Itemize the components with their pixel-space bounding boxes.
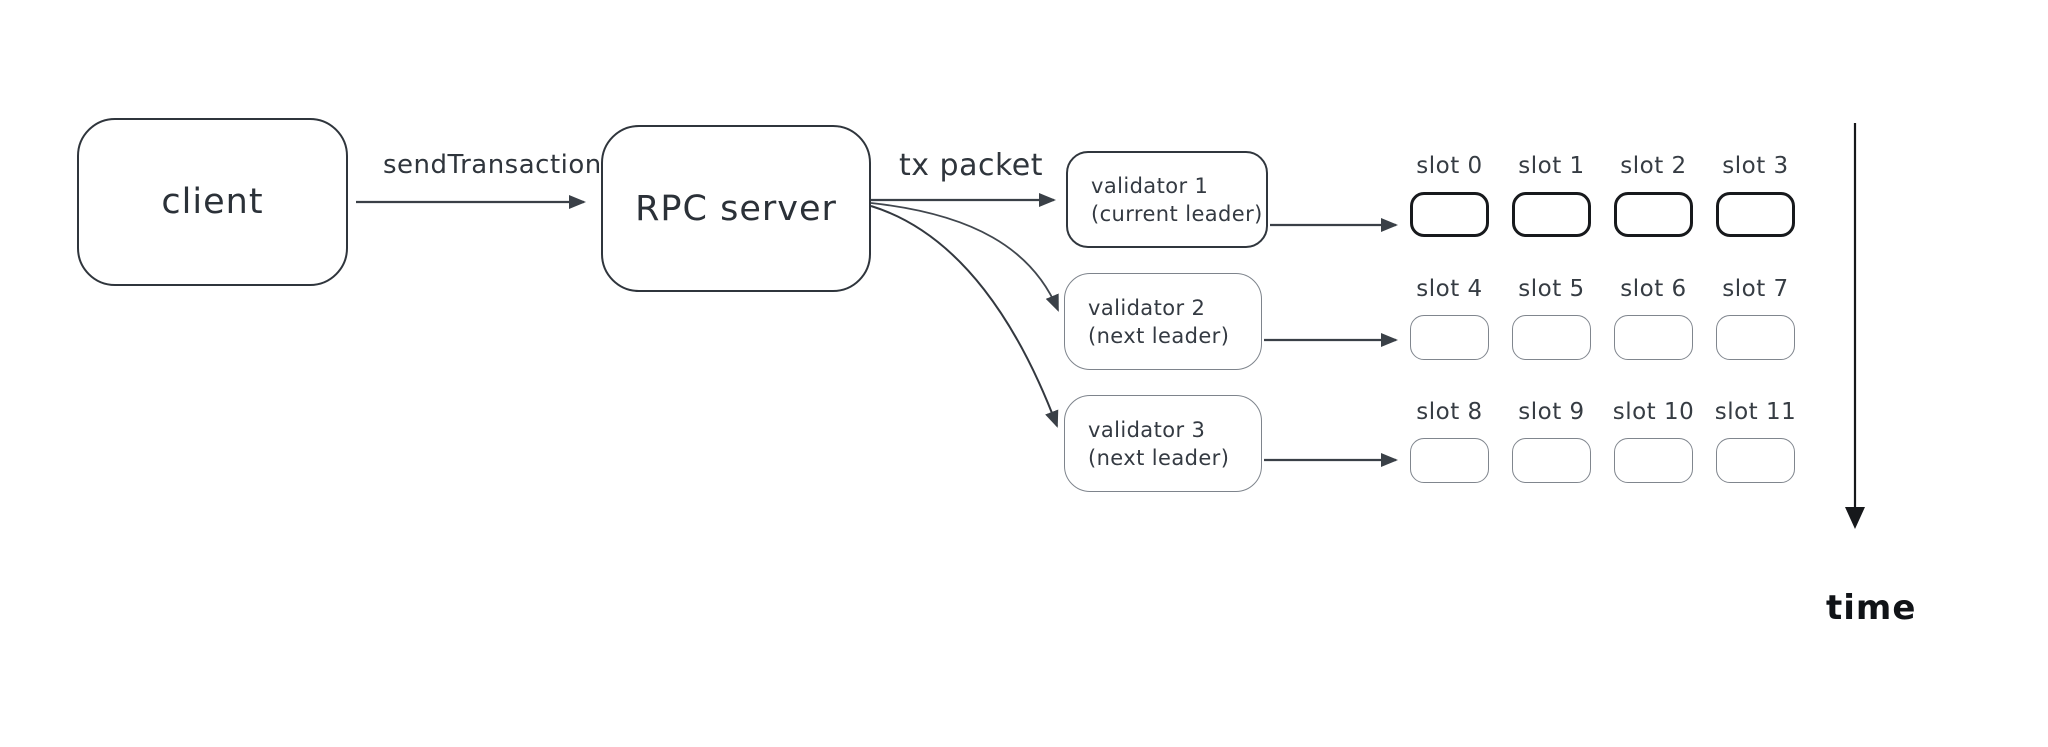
slot-label: slot 7 (1722, 276, 1789, 302)
slot-box (1410, 192, 1489, 237)
slot-column: slot 6 (1614, 271, 1693, 360)
time-axis-label: time (1826, 588, 1917, 628)
slot-label: slot 2 (1620, 153, 1687, 179)
slot-column: slot 9 (1512, 394, 1591, 483)
client-node: client (77, 118, 348, 286)
slot-column: slot 3 (1716, 148, 1795, 237)
slot-label: slot 11 (1714, 399, 1797, 425)
slot-row-2: slot 8 slot 9 slot 10 slot 11 (1410, 394, 1797, 483)
tx-packet-label: tx packet (899, 148, 1043, 183)
validator-1-node: validator 1 (current leader) (1066, 151, 1268, 248)
slot-box (1410, 438, 1489, 483)
slot-label: slot 6 (1620, 276, 1687, 302)
slot-box (1716, 315, 1795, 360)
slot-box (1716, 192, 1795, 237)
validator-2-node: validator 2 (next leader) (1064, 273, 1262, 370)
slot-label: slot 5 (1518, 276, 1585, 302)
validator-1-role: (current leader) (1091, 201, 1263, 226)
send-transaction-label: sendTransaction (383, 150, 602, 180)
slot-box (1410, 315, 1489, 360)
slot-label: slot 0 (1416, 153, 1483, 179)
slot-column: slot 2 (1614, 148, 1693, 237)
validator-2-name: validator 2 (1088, 295, 1206, 320)
tx-packet-arrow-validator-3 (870, 205, 1059, 428)
slot-column: slot 11 (1714, 394, 1797, 483)
slot-label: slot 3 (1722, 153, 1789, 179)
slot-row-1: slot 4 slot 5 slot 6 slot 7 (1410, 271, 1795, 360)
slot-box (1716, 438, 1795, 483)
slot-column: slot 8 (1410, 394, 1489, 483)
slot-box (1512, 438, 1591, 483)
slot-box (1512, 315, 1591, 360)
rpc-server-node-label: RPC server (635, 188, 837, 229)
slot-column: slot 1 (1512, 148, 1591, 237)
validator-3-role: (next leader) (1088, 445, 1230, 470)
slot-box (1614, 438, 1693, 483)
slot-column: slot 7 (1716, 271, 1795, 360)
slot-box (1512, 192, 1591, 237)
validator-3-name: validator 3 (1088, 417, 1206, 442)
slot-label: slot 10 (1612, 399, 1695, 425)
slot-column: slot 10 (1612, 394, 1695, 483)
client-node-label: client (161, 182, 264, 222)
slot-label: slot 9 (1518, 399, 1585, 425)
slot-label: slot 8 (1416, 399, 1483, 425)
slot-label: slot 4 (1416, 276, 1483, 302)
slot-box (1614, 192, 1693, 237)
slot-column: slot 4 (1410, 271, 1489, 360)
tx-packet-arrow-validator-2 (870, 202, 1059, 312)
validator-1-name: validator 1 (1091, 173, 1209, 198)
slot-row-0: slot 0 slot 1 slot 2 slot 3 (1410, 148, 1795, 237)
rpc-server-node: RPC server (601, 125, 871, 292)
slot-label: slot 1 (1518, 153, 1585, 179)
slot-column: slot 5 (1512, 271, 1591, 360)
slot-column: slot 0 (1410, 148, 1489, 237)
validator-3-node: validator 3 (next leader) (1064, 395, 1262, 492)
slot-box (1614, 315, 1693, 360)
validator-2-role: (next leader) (1088, 323, 1230, 348)
